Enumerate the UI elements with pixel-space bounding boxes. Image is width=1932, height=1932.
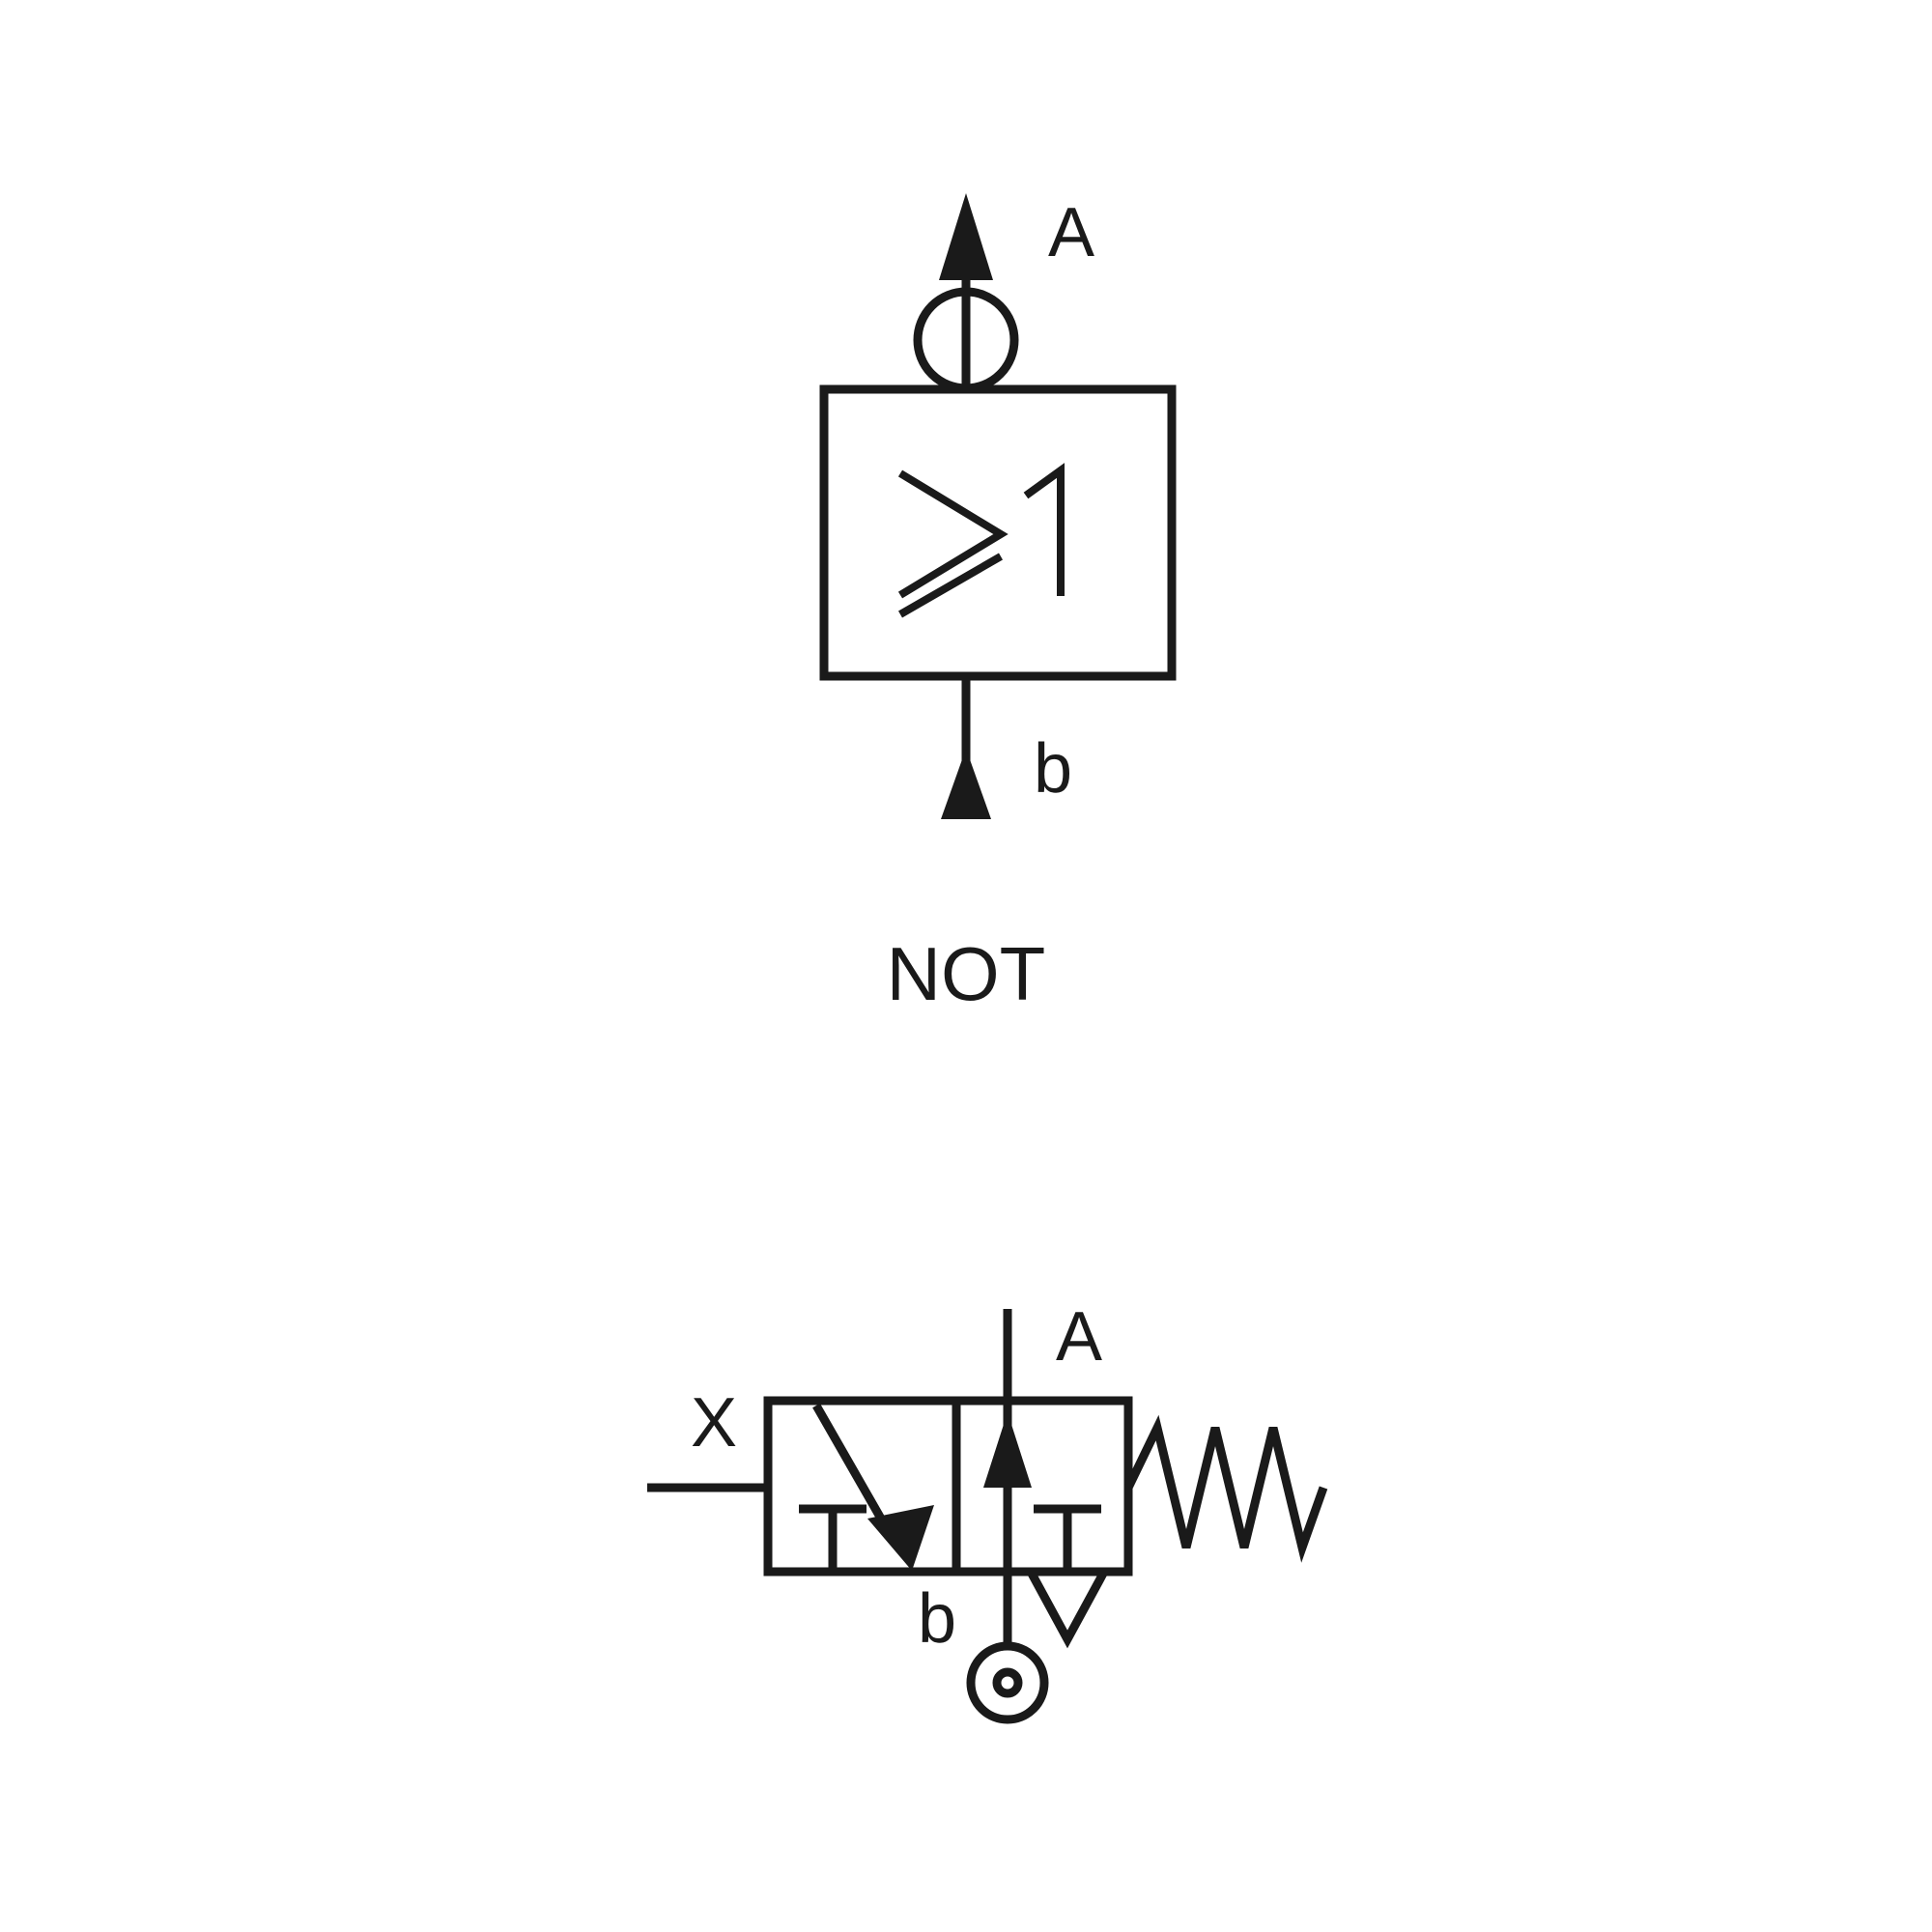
logic-input-port-label: b xyxy=(1034,730,1072,808)
output-arrowhead xyxy=(939,193,993,280)
greater-equal-one-icon xyxy=(897,463,1065,618)
supply-centre-dot xyxy=(992,1667,1023,1698)
supply-circle xyxy=(966,1641,1049,1724)
valve-symbol-group: X A b xyxy=(647,1298,1328,1724)
left-chamber-flow-arrow-icon xyxy=(812,1403,934,1571)
input-arrow-icon xyxy=(941,676,991,819)
logic-symbol-group: A b NOT xyxy=(819,193,1177,1016)
output-arrow-icon xyxy=(939,193,993,389)
valve-body-box xyxy=(763,1396,1133,1577)
digit-one-stroke xyxy=(1023,463,1065,596)
valve-pilot-port-label: X xyxy=(691,1384,737,1462)
equal-underbar-stroke xyxy=(898,553,1003,618)
diagonal-arrowhead xyxy=(867,1505,934,1571)
exhaust-triangle-icon xyxy=(1023,1567,1112,1649)
valve-supply-port-label: b xyxy=(918,1580,956,1658)
input-arrowhead xyxy=(941,749,991,819)
left-blocked-port-icon xyxy=(799,1504,867,1572)
right-chamber-up-arrowhead xyxy=(983,1412,1032,1488)
greater-than-stroke xyxy=(897,469,1009,599)
logic-gate-box xyxy=(819,384,1177,681)
exhaust-port-icon xyxy=(1023,1504,1112,1649)
valve-output-port-label: A xyxy=(1056,1298,1102,1376)
supply-source-icon xyxy=(966,1641,1049,1724)
not-caption-label: NOT xyxy=(887,931,1046,1016)
logic-output-port-label: A xyxy=(1048,194,1094,271)
return-spring-icon xyxy=(1123,1414,1328,1563)
